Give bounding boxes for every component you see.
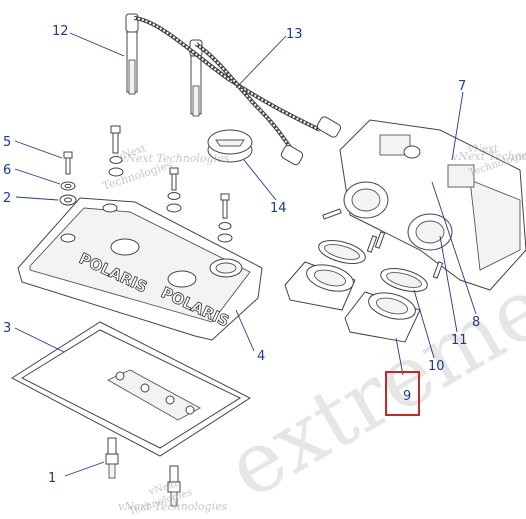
valve-cover: POLARIS POLARIS [17, 197, 263, 341]
grommet-2-inner [64, 197, 72, 203]
callout-12: 12 [52, 24, 69, 39]
grommet-c [217, 233, 233, 243]
callout-10: 10 [428, 359, 445, 374]
washer-a [109, 156, 123, 164]
throttle-bolt-a [322, 208, 342, 220]
callout-8: 8 [472, 315, 480, 330]
ignition-coil-left [125, 13, 139, 95]
watermark-brand-2b: vNext Technologies [452, 150, 526, 163]
watermark-brand-3b: vNext Technologies [118, 500, 228, 513]
callout-9: 9 [403, 389, 411, 404]
oil-filler-cap [207, 129, 253, 163]
throttle-body-assembly [339, 119, 526, 291]
leader-7 [451, 91, 464, 161]
plug-boot-2 [280, 144, 304, 166]
watermark-brand-2a: vNext [467, 144, 498, 155]
grommet-a [108, 167, 124, 177]
callout-1: 1 [48, 471, 56, 486]
callout-2: 2 [3, 191, 11, 206]
watermark-brand-1b: vNext Technologies [120, 152, 230, 165]
throttle-bolt-b [366, 235, 378, 253]
spark-plug-2 [167, 465, 181, 507]
callout-13: 13 [286, 27, 303, 42]
intake-boot-1 [284, 261, 356, 311]
hose-clamp-2 [380, 268, 428, 292]
callout-11: 11 [451, 333, 468, 348]
callout-6: 6 [3, 163, 11, 178]
leader-14 [243, 159, 277, 201]
leader-9 [395, 337, 404, 376]
leader-11 [439, 235, 458, 333]
callout-5: 5 [3, 135, 11, 150]
cover-bolt-3 [169, 167, 179, 191]
cover-bolt-2 [110, 125, 121, 154]
callout-7: 7 [458, 79, 466, 94]
hose-clamp-1 [318, 240, 366, 264]
washer-6-inner [64, 183, 72, 189]
callout-14: 14 [270, 201, 287, 216]
valve-cover-gasket [11, 321, 252, 457]
plug-boot-1 [316, 116, 342, 138]
leader-12 [69, 32, 125, 57]
callout-3: 3 [3, 321, 11, 336]
leader-3 [14, 327, 65, 353]
leader-6 [14, 168, 61, 185]
throttle-bolt-c [374, 231, 386, 249]
cover-bolt [63, 151, 73, 175]
washer-b [167, 192, 181, 200]
throttle-bolt-d [432, 261, 444, 279]
highlight-box-callout-9 [385, 371, 420, 416]
leader-13 [235, 35, 287, 89]
plug-wire-1-inner [133, 17, 321, 131]
leader-4 [235, 309, 255, 352]
leader-1 [64, 461, 105, 477]
callout-4: 4 [257, 349, 265, 364]
leader-5 [14, 140, 63, 159]
grommet-b [166, 203, 182, 213]
washer-c [218, 222, 232, 230]
leader-8 [431, 181, 477, 315]
spark-plug-1 [105, 437, 119, 479]
leader-2 [15, 196, 59, 201]
intake-boot-2 [344, 291, 421, 343]
leader-10 [413, 289, 435, 359]
plug-wire-2-inner [195, 43, 293, 151]
cover-bolt-4 [220, 193, 230, 219]
